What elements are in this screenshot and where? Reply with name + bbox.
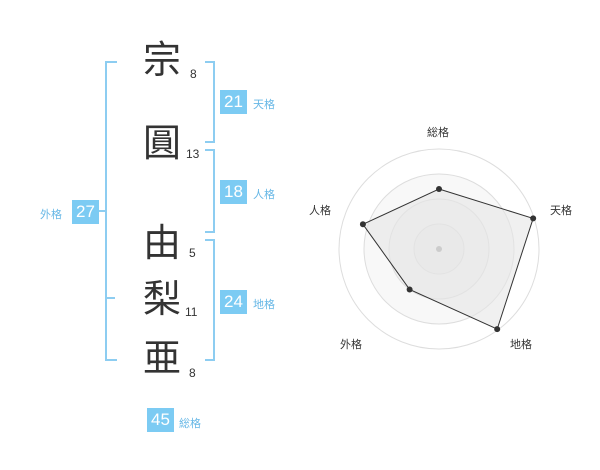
gaikaku-bracket <box>105 61 117 361</box>
name-char-3: 由 <box>143 221 182 265</box>
stroke-count-4: 11 <box>185 305 198 319</box>
soukaku-label: 総格 <box>179 417 201 430</box>
radar-polygon <box>362 188 534 330</box>
stroke-count-1: 8 <box>190 67 197 81</box>
radar-axis-label-tenkaku: 天格 <box>550 204 572 217</box>
radar-axis-label-gaikaku: 外格 <box>340 338 362 351</box>
stroke-count-2: 13 <box>186 147 200 161</box>
radar-point <box>359 221 366 228</box>
radar-center-dot <box>436 246 442 252</box>
radar-points <box>359 186 537 333</box>
radar-point <box>406 286 413 293</box>
jinkaku-value: 18 <box>220 180 247 204</box>
tenkaku-bracket <box>205 61 215 143</box>
name-char-4: 梨 <box>143 277 182 321</box>
radar-axis-label-jinkaku: 人格 <box>309 204 331 217</box>
jinkaku-label: 人格 <box>253 188 275 201</box>
radar-axis-label-chikaku: 地格 <box>510 338 532 351</box>
stroke-count-3: 5 <box>189 246 196 260</box>
radar-point <box>494 326 501 333</box>
gaikaku-bracket-mid <box>105 297 115 299</box>
chikaku-label: 地格 <box>253 298 275 311</box>
jinkaku-bracket <box>205 149 215 233</box>
radar-point <box>530 215 537 222</box>
tenkaku-label: 天格 <box>253 98 275 111</box>
gaikaku-label: 外格 <box>40 208 62 221</box>
name-char-5: 亜 <box>143 336 182 380</box>
chikaku-value: 24 <box>220 290 247 314</box>
stroke-count-5: 8 <box>189 366 196 380</box>
radar-axis-label-soukaku: 総格 <box>427 126 449 139</box>
name-char-2: 圓 <box>143 121 182 165</box>
gaikaku-value: 27 <box>72 200 99 224</box>
soukaku-value: 45 <box>147 408 174 432</box>
radar-point <box>436 186 442 192</box>
gaikaku-bracket-tick <box>97 210 105 212</box>
tenkaku-value: 21 <box>220 90 247 114</box>
chikaku-bracket <box>205 239 215 361</box>
name-char-1: 宗 <box>143 38 182 82</box>
